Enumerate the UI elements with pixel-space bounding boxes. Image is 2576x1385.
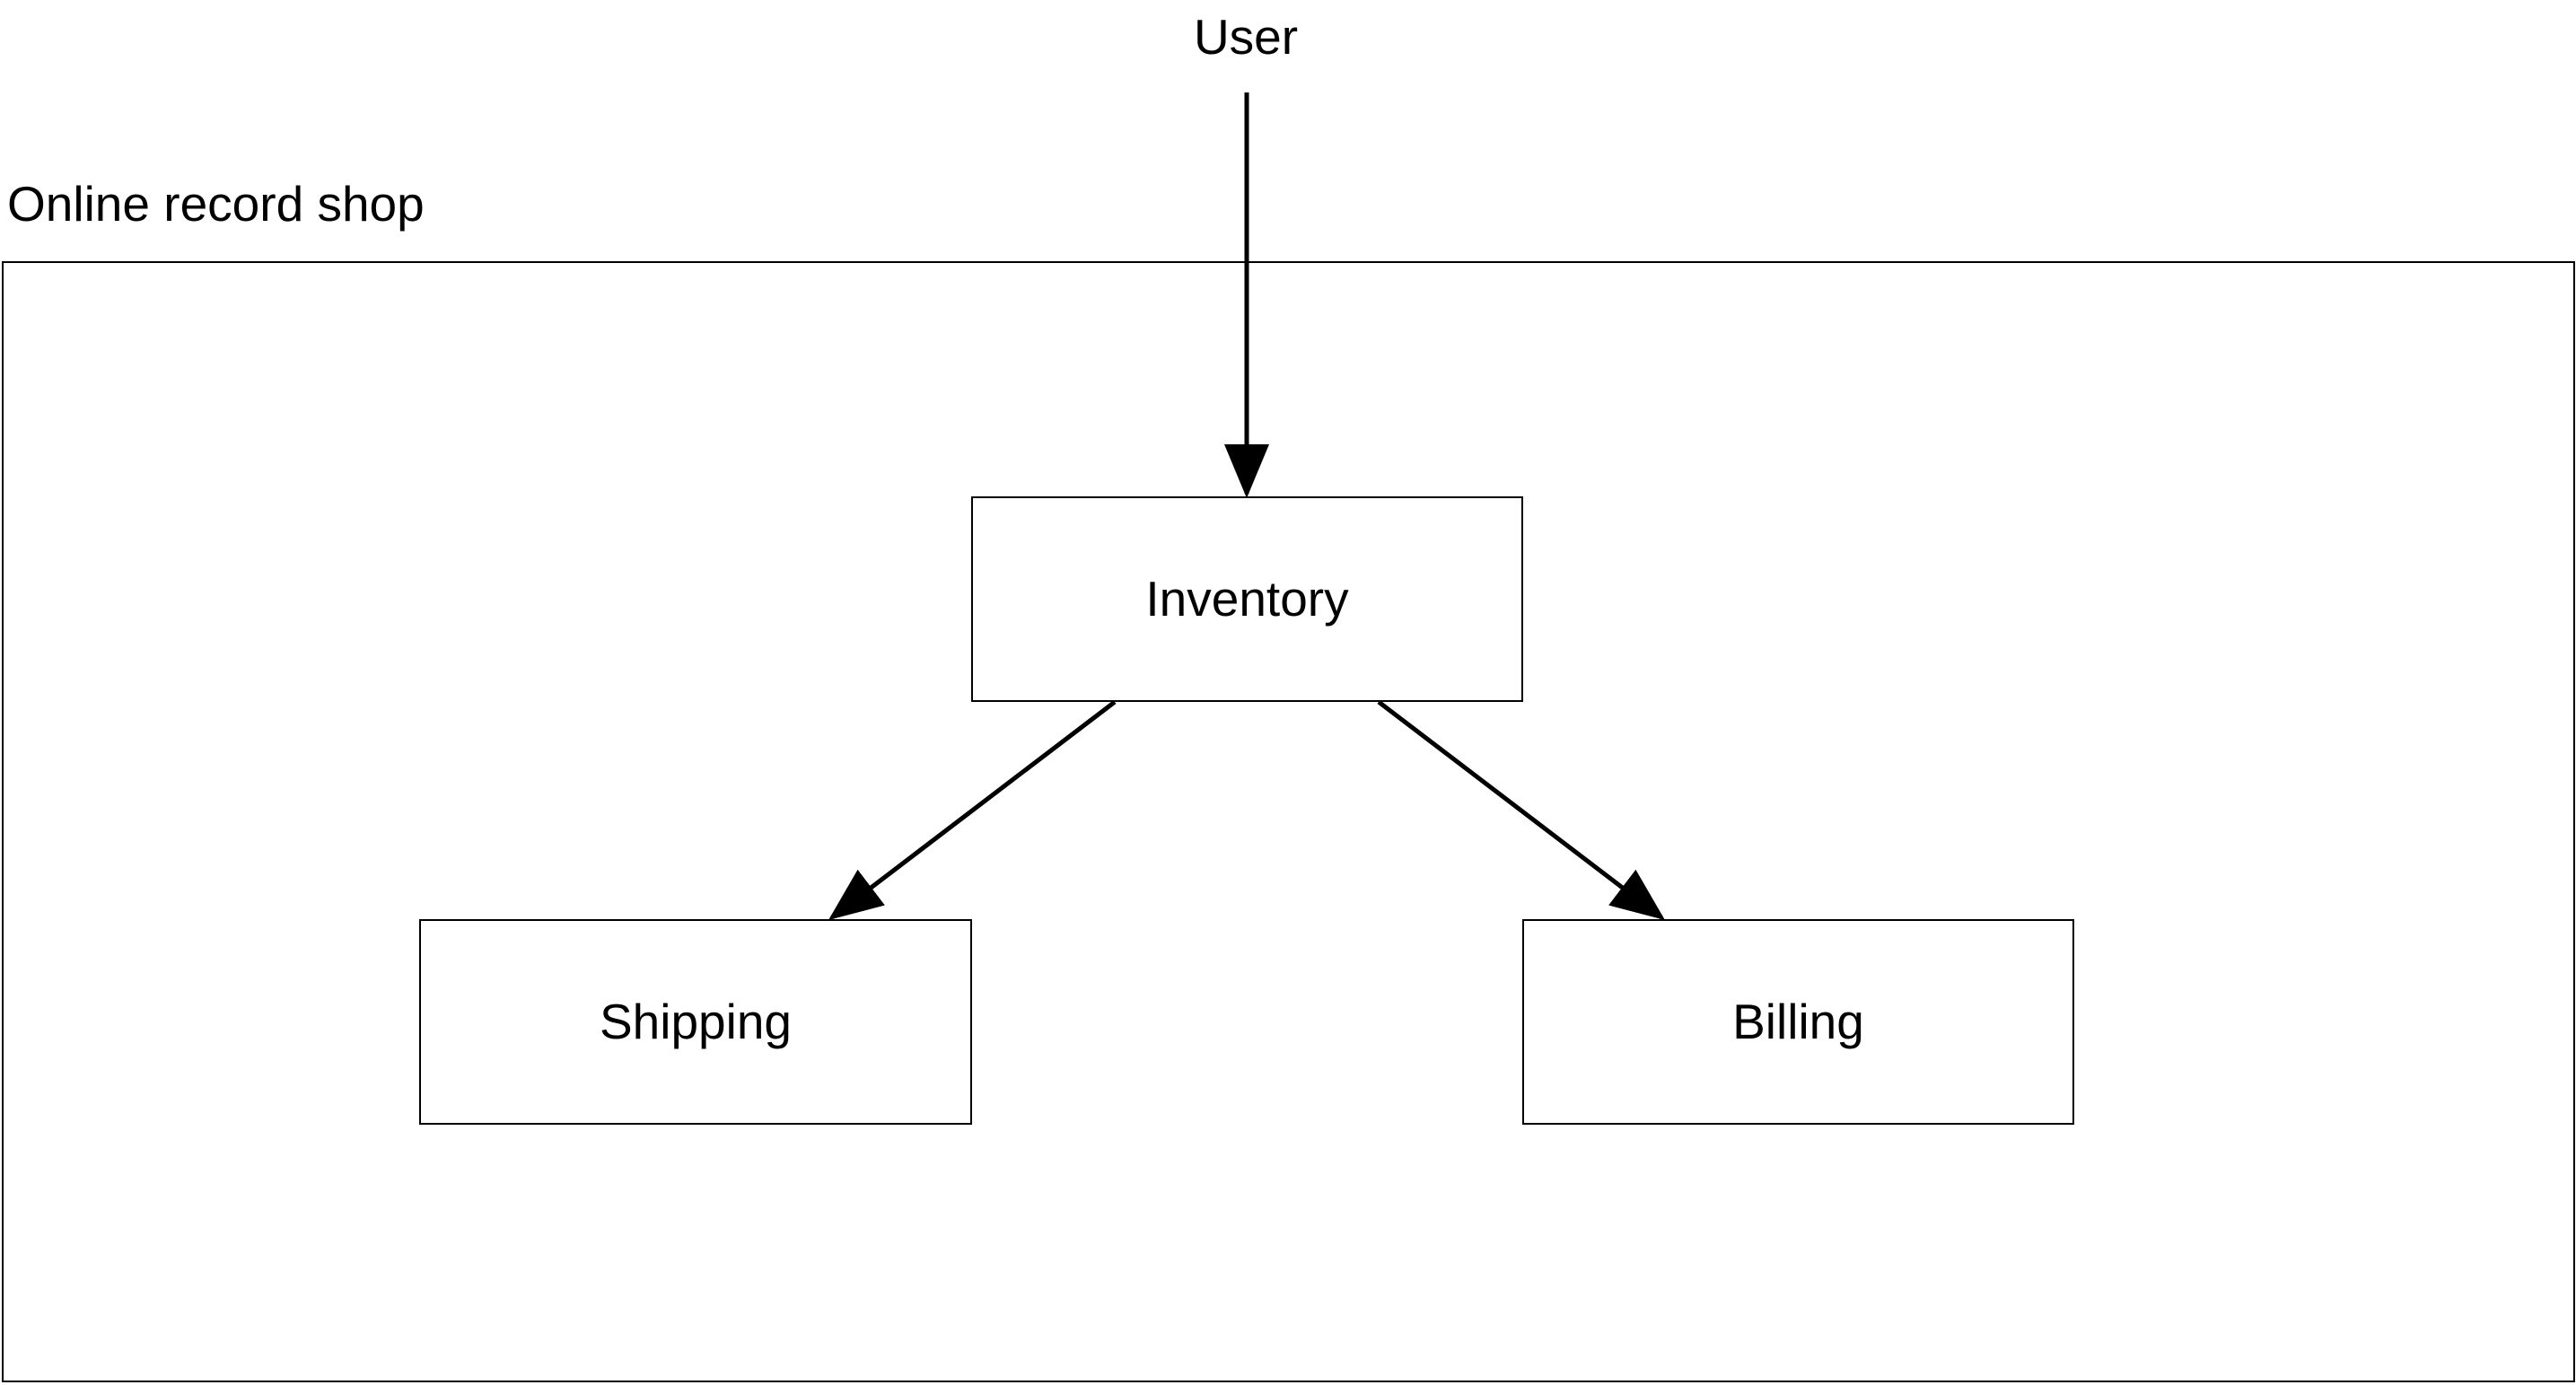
billing-node-label: Billing xyxy=(1732,994,1864,1049)
inventory-node: Inventory xyxy=(971,496,1523,702)
shipping-node-label: Shipping xyxy=(599,994,793,1049)
inventory-node-label: Inventory xyxy=(1145,571,1349,627)
billing-node: Billing xyxy=(1522,919,2074,1125)
container-title: Online record shop xyxy=(7,176,425,232)
shipping-node: Shipping xyxy=(419,919,972,1125)
online-record-shop-boundary xyxy=(2,261,2575,1382)
user-actor-label: User xyxy=(1193,9,1299,65)
